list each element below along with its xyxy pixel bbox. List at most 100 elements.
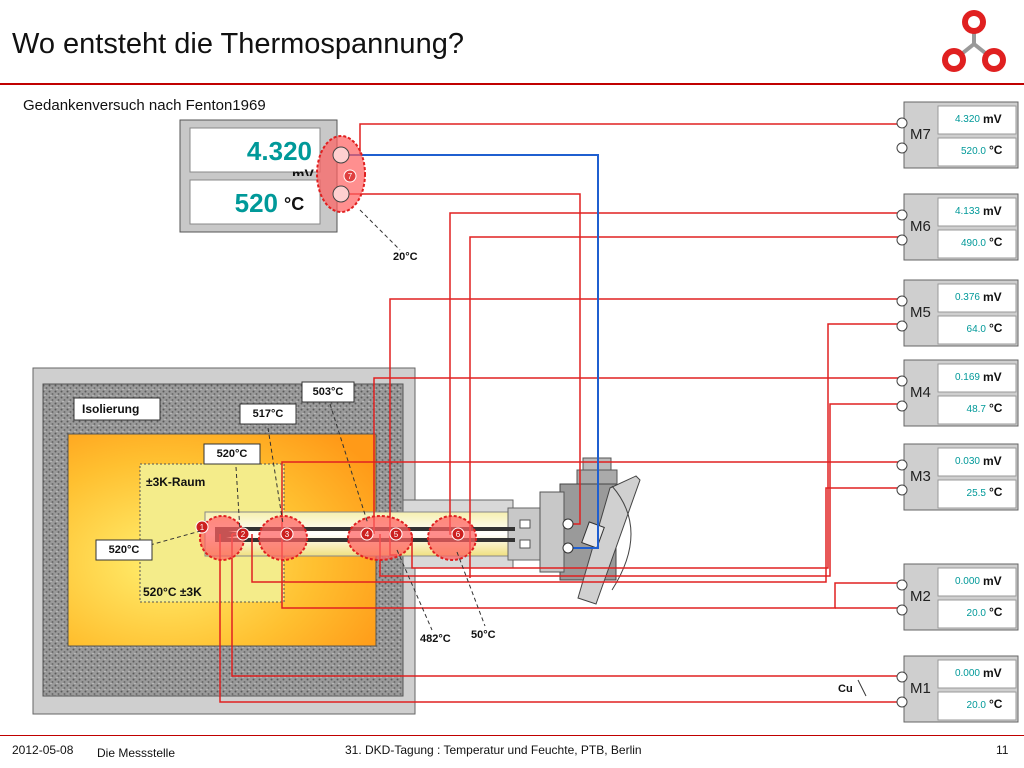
meter-terminal	[896, 400, 908, 412]
meter-mv-unit: mV	[983, 666, 1002, 680]
meter-mv-value: 0.000	[954, 668, 980, 679]
meter-temp-value: 25.5	[966, 488, 986, 499]
meter-terminal	[896, 234, 908, 246]
meter-name: M7	[910, 126, 931, 143]
meter-terminal	[896, 484, 908, 496]
junction-7-label: 7	[348, 172, 353, 181]
meter-terminal	[896, 579, 908, 591]
meter-temp-unit: °C	[989, 143, 1003, 157]
meter-terminal	[896, 459, 908, 471]
meter-name: M5	[910, 304, 931, 321]
callout-leaders	[149, 209, 486, 631]
meter-mv-value: 4.320	[954, 114, 980, 125]
meter-temp-unit: °C	[989, 235, 1003, 249]
meter-temp-value: 490.0	[960, 238, 986, 249]
meter-terminal	[896, 375, 908, 387]
meter-m1	[896, 655, 1019, 723]
meter-temp-value: 64.0	[966, 324, 986, 335]
meter-terminal	[896, 117, 908, 129]
junction-2-label: 2	[241, 530, 246, 539]
meter-terminal	[896, 142, 908, 154]
main-display	[179, 119, 338, 233]
wire-material-label: Cu	[838, 683, 853, 695]
meter-m6	[896, 193, 1019, 261]
callout-junction-6-temp: 50°C	[471, 629, 496, 641]
meter-name: M3	[910, 468, 931, 485]
display-voltage-value: 4.320	[246, 136, 312, 166]
meter-name: M6	[910, 218, 931, 235]
junction-4-label: 4	[365, 530, 370, 539]
callout-boxes	[73, 381, 355, 561]
zone-label: ±3K-Raum	[146, 475, 206, 489]
zone-temp-label: 520°C ±3K	[143, 585, 202, 599]
meter-panel	[896, 101, 1019, 723]
display-temp-value: 520	[234, 188, 278, 218]
footer-event: 31. DKD-Tagung : Temperatur und Feuchte,…	[345, 743, 642, 757]
callout-junction-2-temp: 520°C	[216, 448, 248, 460]
footer-date: 2012-05-08	[12, 743, 74, 757]
junction-6-label: 6	[456, 530, 461, 539]
meter-terminal	[896, 671, 908, 683]
footer-page-number: 11	[996, 743, 1009, 757]
meter-temp-unit: °C	[989, 697, 1003, 711]
meter-mv-unit: mV	[983, 370, 1002, 384]
page-title: Wo entsteht die Thermospannung?	[12, 28, 464, 60]
junction-1-label: 1	[200, 523, 205, 532]
callout-junction-4-temp: 503°C	[312, 386, 344, 398]
head-terminals	[562, 518, 574, 554]
meter-mv-unit: mV	[983, 204, 1002, 218]
meter-temp-value: 48.7	[966, 404, 986, 415]
footer-section: Die Messstelle	[97, 746, 176, 760]
junction-3-label: 3	[285, 530, 290, 539]
meter-mv-unit: mV	[983, 574, 1002, 588]
meter-temp-value: 520.0	[960, 146, 986, 157]
junction-5-label: 5	[394, 530, 399, 539]
connection-head	[539, 457, 641, 605]
meter-mv-value: 0.000	[954, 576, 980, 587]
meter-temp-value: 20.0	[966, 608, 986, 619]
meter-temp-unit: °C	[989, 605, 1003, 619]
meter-temp-value: 20.0	[966, 700, 986, 711]
meter-terminal	[896, 604, 908, 616]
meter-mv-value: 4.133	[954, 206, 980, 217]
callout-junction-5-temp: 482°C	[420, 633, 451, 645]
meter-name: M1	[910, 680, 931, 697]
meter-terminal	[896, 295, 908, 307]
meter-m4	[896, 359, 1019, 427]
meter-m5	[896, 279, 1019, 347]
meter-mv-unit: mV	[983, 454, 1002, 468]
logo-icon	[942, 10, 1006, 72]
insulation-label: Isolierung	[82, 402, 140, 416]
meter-temp-unit: °C	[989, 321, 1003, 335]
page-subtitle: Gedankenversuch nach Fenton1969	[23, 97, 266, 114]
ref-temp-label: 20°C	[393, 251, 418, 263]
meter-mv-unit: mV	[983, 290, 1002, 304]
meter-mv-unit: mV	[983, 112, 1002, 126]
meter-mv-value: 0.169	[954, 372, 980, 383]
meter-name: M4	[910, 384, 931, 401]
oven-junctions	[195, 515, 477, 561]
cu-leader	[857, 679, 867, 697]
footer-divider	[0, 735, 1024, 736]
display-voltage-unit: mV	[292, 166, 314, 176]
meter-temp-unit: °C	[989, 401, 1003, 415]
junction-numbers: 1 2 3 4 5 6 7	[200, 172, 461, 539]
meter-terminal	[896, 209, 908, 221]
blue-lead-wire	[342, 154, 599, 549]
junction-7	[316, 135, 366, 213]
meter-name: M2	[910, 588, 931, 605]
meter-m7	[896, 101, 1019, 169]
meter-terminal	[896, 696, 908, 708]
meter-mv-value: 0.030	[954, 456, 980, 467]
display-temp-unit: °C	[284, 194, 305, 214]
signal-wires	[219, 123, 900, 703]
meter-m3	[896, 443, 1019, 511]
callout-junction-3-temp: 517°C	[252, 408, 284, 420]
title-divider	[0, 83, 1024, 85]
callout-tip-temp: 520°C	[108, 544, 140, 556]
meter-mv-value: 0.376	[954, 292, 980, 303]
meter-m2	[896, 563, 1019, 631]
meter-temp-unit: °C	[989, 485, 1003, 499]
meter-terminal	[896, 320, 908, 332]
